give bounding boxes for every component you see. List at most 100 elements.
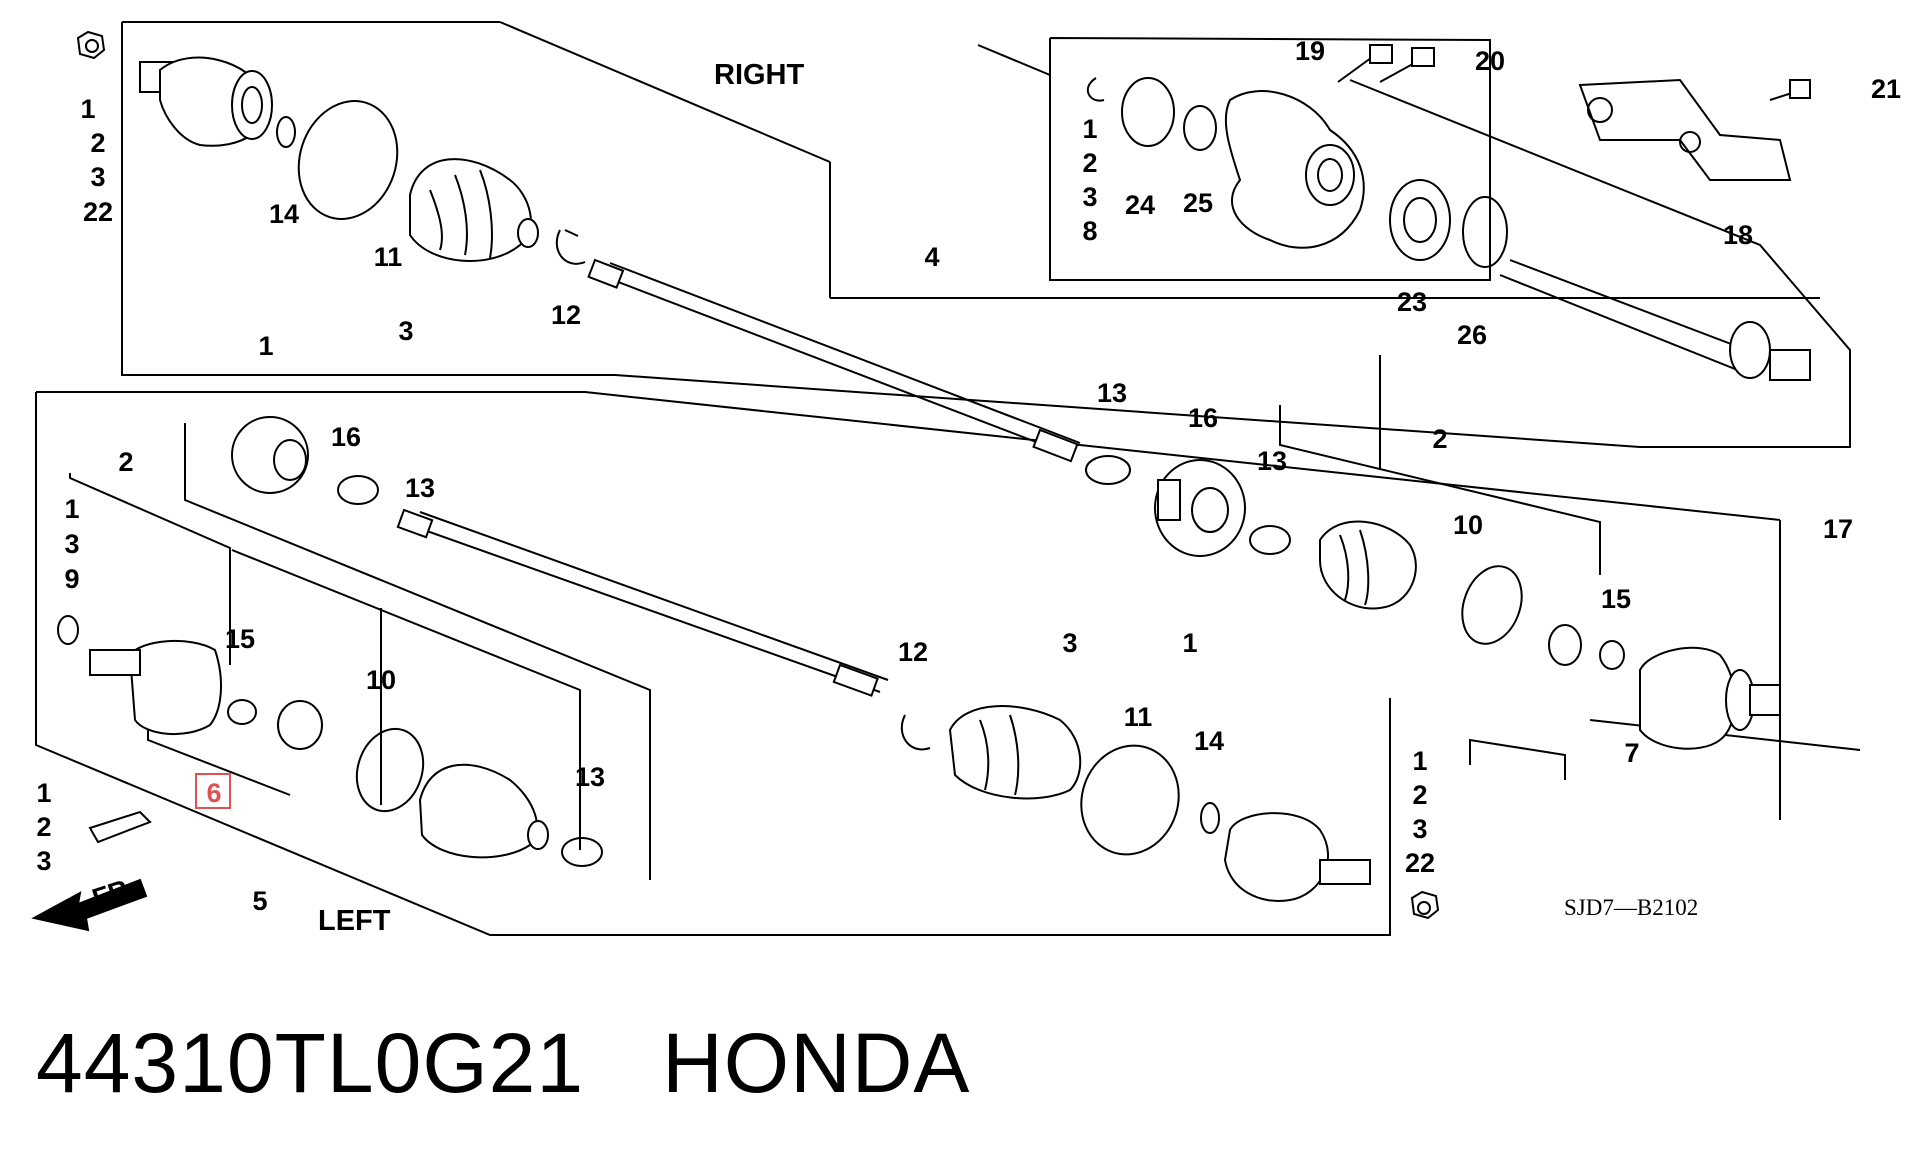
callout-l-10: 10 xyxy=(366,665,396,695)
callout-r-hub-1: 1 xyxy=(80,94,95,124)
callout-l-13b: 13 xyxy=(575,762,605,792)
seal-24 xyxy=(1121,77,1175,147)
callout-r-snap-8: 8 xyxy=(1082,216,1097,246)
callout-m-2: 2 xyxy=(1432,424,1447,454)
callout-l-11: 11 xyxy=(1124,702,1153,732)
nut-bottom-right xyxy=(1410,890,1440,920)
clip-25 xyxy=(1183,105,1217,151)
callout-r-hub-3: 3 xyxy=(90,162,105,192)
snap-ring-14-left xyxy=(1200,802,1220,834)
knuckle xyxy=(1224,90,1365,249)
grease-tube xyxy=(88,810,152,844)
left-label: LEFT xyxy=(318,905,391,937)
callout-l-hub-3: 3 xyxy=(1412,814,1427,844)
callout-l-5: 5 xyxy=(252,886,267,916)
callout-r-snap-3: 3 xyxy=(1082,182,1097,212)
left-outer-cv-joint xyxy=(1223,812,1371,902)
callout-r-23: 23 xyxy=(1397,287,1427,317)
part-number: 44310TL0G21 xyxy=(36,1016,585,1110)
nut-top-left xyxy=(76,30,106,60)
right-axle-17 xyxy=(1499,259,1811,381)
bracket-18 xyxy=(1578,78,1792,181)
left-shaft xyxy=(396,508,889,697)
callout-r-snap-1: 1 xyxy=(1082,114,1097,144)
clip-13-lower-left xyxy=(561,837,603,867)
tripod-16-right xyxy=(1154,459,1246,557)
boot-3-left xyxy=(948,705,1082,800)
clip-13-mid-right xyxy=(1249,525,1291,555)
callout-l-side-3: 3 xyxy=(64,529,79,559)
callout-m-7: 7 xyxy=(1624,738,1639,768)
callout-l-side-1: 1 xyxy=(64,494,79,524)
snap-ring-26 xyxy=(1462,196,1508,268)
boot-3-right xyxy=(409,158,539,262)
callout-r-25: 25 xyxy=(1183,188,1213,218)
callout-r-hub-2: 2 xyxy=(90,128,105,158)
spider-left xyxy=(277,700,323,750)
right-label: RIGHT xyxy=(714,59,805,91)
callout-l-6: 6 xyxy=(206,778,221,808)
snap-15-left xyxy=(227,699,257,725)
callout-l-hub-2: 2 xyxy=(1412,780,1427,810)
callout-r-26: 26 xyxy=(1457,320,1487,350)
callout-l-14: 14 xyxy=(1194,726,1224,756)
bolt-20 xyxy=(1379,47,1435,83)
parts xyxy=(31,30,1811,932)
right-inner-boot xyxy=(1319,520,1523,645)
front-label: FR. xyxy=(89,872,140,914)
callout-l-side-9: 9 xyxy=(64,564,79,594)
callout-l-16: 16 xyxy=(331,422,361,452)
spider-small-right xyxy=(1548,624,1582,666)
right-assembly-outline xyxy=(121,22,1851,448)
boot-band-10-left xyxy=(355,727,425,813)
bearing-23 xyxy=(1389,179,1451,261)
clip-13-upper-left xyxy=(337,475,379,505)
callout-r-4: 4 xyxy=(924,242,939,272)
callout-r-1: 1 xyxy=(258,331,273,361)
clip-13-upper-right xyxy=(1085,455,1131,485)
callout-r-hub-22: 22 xyxy=(83,197,113,227)
callout-r-12: 12 xyxy=(551,300,581,330)
tripod-16-left xyxy=(231,416,309,494)
callout-l-hub-1: 1 xyxy=(1412,746,1427,776)
callout-r-14: 14 xyxy=(269,199,299,229)
drawing-code: SJD7—B2102 xyxy=(1564,895,1698,920)
callout-l-grease-2: 2 xyxy=(36,812,51,842)
boot-left xyxy=(418,763,549,859)
clip-12-right xyxy=(555,229,586,265)
callout-l-1: 1 xyxy=(1182,628,1197,658)
group-outlines xyxy=(35,21,1861,936)
callout-l-15: 15 xyxy=(225,624,255,654)
callout-l-3: 3 xyxy=(1062,628,1077,658)
callout-l-13: 13 xyxy=(405,473,435,503)
boot-band-11-left xyxy=(1080,744,1180,856)
callout-m-15: 15 xyxy=(1601,584,1631,614)
bolt-19 xyxy=(1337,44,1393,83)
knuckle-box-outline xyxy=(1049,37,1491,281)
left-inner-joint xyxy=(89,639,222,736)
highlight-box xyxy=(195,773,231,809)
callout-r-snap-2: 2 xyxy=(1082,148,1097,178)
callout-r-21: 21 xyxy=(1871,74,1901,104)
snap-ring-14-right xyxy=(276,116,296,148)
callout-l-grease-3: 3 xyxy=(36,846,51,876)
snap-ring-top xyxy=(1086,77,1105,102)
front-arrow-icon xyxy=(31,878,148,932)
callout-r-17: 17 xyxy=(1823,514,1853,544)
callout-r-11: 11 xyxy=(374,242,403,272)
clip-12-left xyxy=(900,714,931,751)
callout-m-13a: 13 xyxy=(1097,378,1127,408)
callout-l-2: 2 xyxy=(118,447,133,477)
callout-l-grease-1: 1 xyxy=(36,778,51,808)
snap-15-right xyxy=(1599,640,1625,670)
right-shaft xyxy=(587,258,1081,463)
callout-r-24: 24 xyxy=(1125,190,1155,220)
callout-m-13b: 13 xyxy=(1257,446,1287,476)
boot-band-11-right xyxy=(297,100,399,220)
callout-r-3: 3 xyxy=(398,316,413,346)
bolt-21 xyxy=(1769,79,1811,101)
left-assembly-outline xyxy=(35,392,1391,936)
callout-l-12: 12 xyxy=(898,637,928,667)
right-outer-cv-joint xyxy=(139,56,273,147)
